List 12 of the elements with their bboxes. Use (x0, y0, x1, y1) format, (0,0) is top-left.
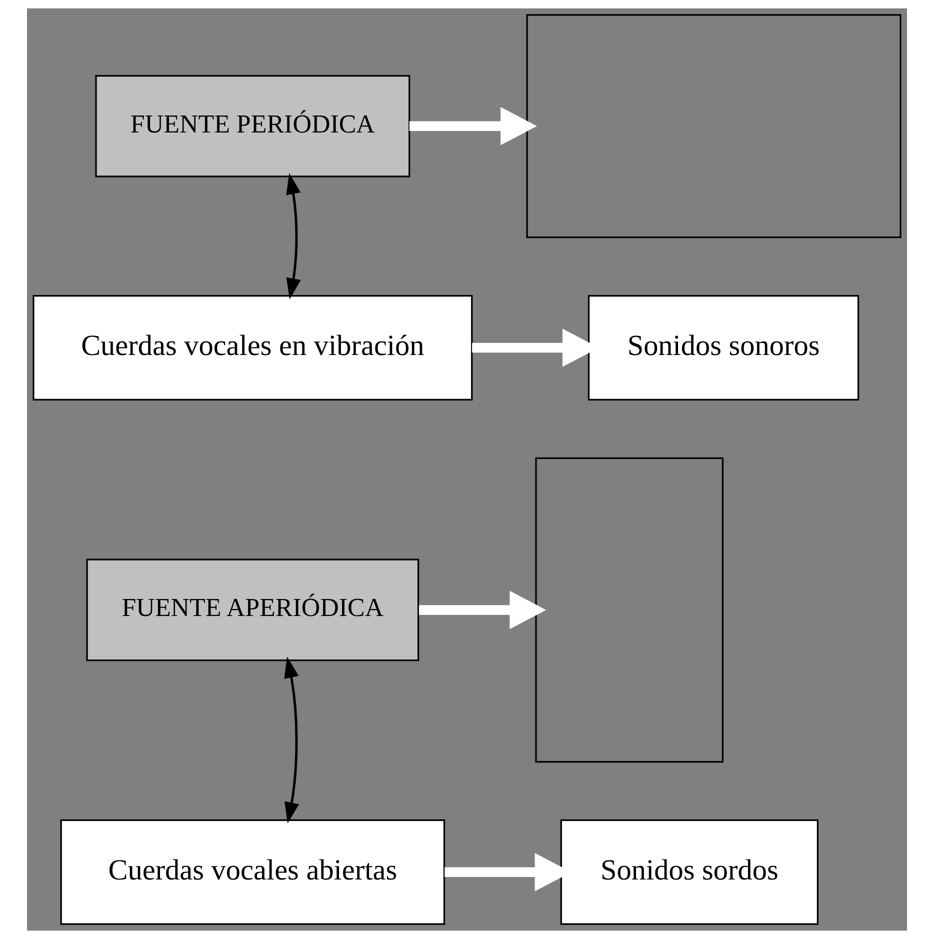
node-box (526, 14, 902, 238)
arrow (418, 590, 546, 630)
arrow (284, 656, 300, 824)
node-box: Cuerdas vocales en vibración (32, 294, 473, 400)
node-box: Sonidos sonoros (588, 294, 860, 400)
node-box (535, 457, 724, 763)
arrow (286, 173, 301, 300)
node-box: Sonidos sordos (560, 819, 819, 925)
arrow (409, 106, 537, 146)
node-box: Cuerdas vocales abiertas (60, 819, 446, 925)
node-box: FUENTE PERIÓDICA (95, 74, 410, 178)
node-box: FUENTE APERIÓDICA (86, 558, 420, 662)
